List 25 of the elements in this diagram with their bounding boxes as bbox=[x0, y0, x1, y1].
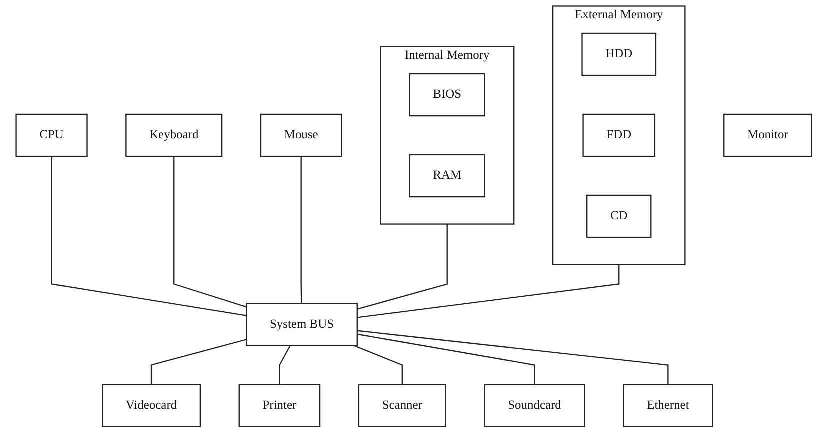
node-box: HDD bbox=[582, 32, 657, 76]
connector bbox=[357, 330, 669, 385]
connector bbox=[357, 264, 620, 318]
connector bbox=[174, 156, 247, 308]
connector bbox=[150, 339, 247, 385]
connector bbox=[279, 346, 291, 385]
node-box: Mouse bbox=[260, 114, 342, 158]
connector bbox=[357, 334, 536, 385]
node-box: FDD bbox=[582, 114, 656, 158]
connector bbox=[357, 224, 448, 310]
node-box: Keyboard bbox=[126, 114, 223, 158]
node-box: BIOS bbox=[409, 73, 486, 117]
node-box: Soundcard bbox=[484, 384, 586, 428]
node-box: Monitor bbox=[724, 114, 812, 158]
node-box: Videocard bbox=[102, 384, 202, 428]
node-box: System BUS bbox=[246, 303, 358, 346]
node-box: Ethernet bbox=[623, 384, 714, 428]
connector bbox=[51, 156, 247, 316]
node-box: RAM bbox=[409, 154, 486, 198]
connector bbox=[300, 156, 302, 304]
node-box: Scanner bbox=[358, 384, 446, 428]
node-box: Printer bbox=[238, 384, 321, 428]
node-box: CD bbox=[586, 194, 652, 238]
node-box: CPU bbox=[16, 114, 88, 158]
connector bbox=[354, 345, 403, 385]
